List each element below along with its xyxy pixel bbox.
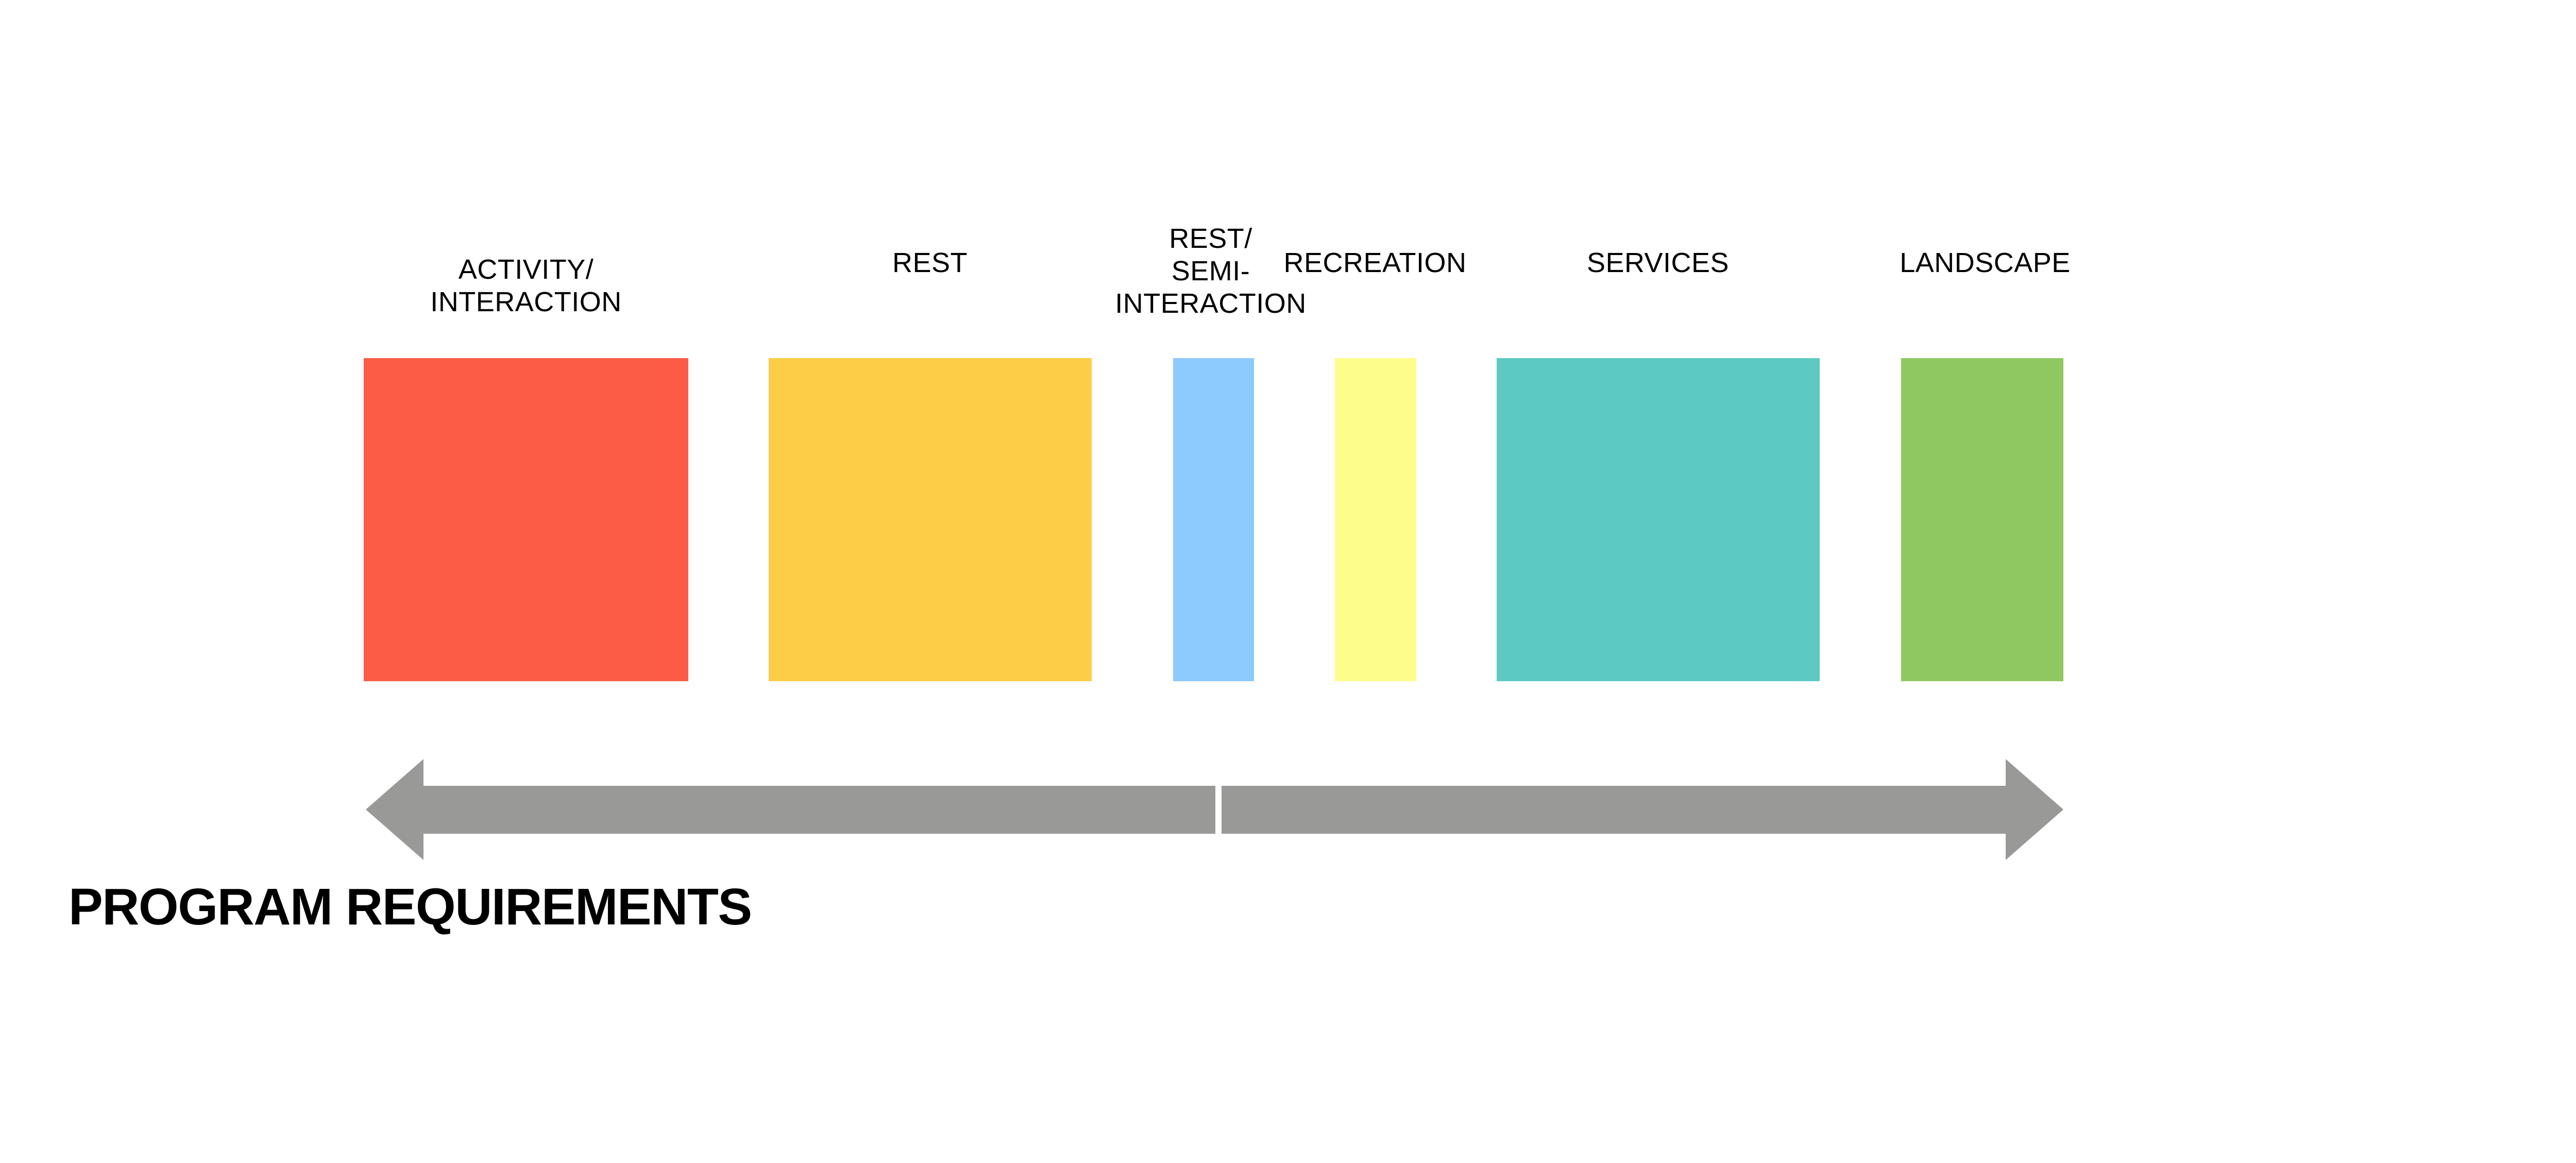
arrow-left-half — [366, 759, 1215, 860]
category-label-services: SERVICES — [1586, 247, 1730, 278]
category-block-rest-semi-interaction — [1173, 358, 1254, 681]
category-label-recreation: RECREATION — [1283, 247, 1467, 278]
category-block-landscape — [1901, 358, 2063, 681]
category-block-rest — [769, 358, 1092, 681]
category-block-services — [1497, 358, 1820, 681]
category-block-recreation — [1335, 358, 1416, 681]
category-label-landscape: LANDSCAPE — [1900, 247, 2071, 278]
category-label-activity-interaction: ACTIVITY/ INTERACTION — [430, 254, 622, 317]
category-label-rest: REST — [892, 247, 968, 278]
category-label-rest-semi-interaction: REST/ SEMI- INTERACTION — [1115, 223, 1307, 319]
category-block-activity-interaction — [364, 358, 688, 681]
arrow-right-half — [1222, 759, 2063, 860]
diagram-title: PROGRAM REQUIREMENTS — [69, 878, 752, 936]
